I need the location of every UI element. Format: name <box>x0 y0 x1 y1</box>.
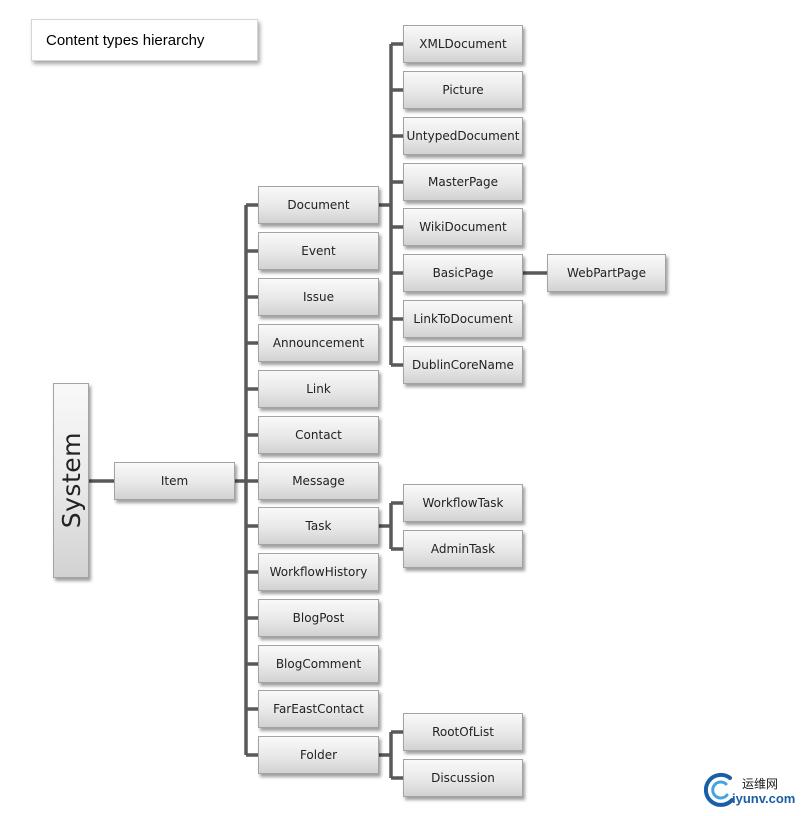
node-issue: Issue <box>258 278 379 316</box>
connector-document-children <box>379 42 403 367</box>
node-announcement: Announcement <box>258 324 379 362</box>
node-blogcomment: BlogComment <box>258 645 379 683</box>
watermark-logo-icon <box>703 772 734 807</box>
node-event: Event <box>258 232 379 270</box>
node-document: Document <box>258 186 379 224</box>
node-masterpage: MasterPage <box>403 163 523 201</box>
diagram-title: Content types hierarchy <box>31 19 258 61</box>
node-message: Message <box>258 462 379 500</box>
connector-folder-children <box>379 730 403 780</box>
node-system-label: System <box>56 432 86 529</box>
node-xmldocument: XMLDocument <box>403 25 523 63</box>
watermark-cn-text: 运维网 <box>742 777 779 791</box>
connector-item-spine <box>235 205 248 755</box>
node-webpartpage: WebPartPage <box>547 254 666 292</box>
node-task: Task <box>258 507 379 545</box>
node-workflowhistory: WorkflowHistory <box>258 553 379 591</box>
node-dublincorename: DublinCoreName <box>403 346 523 384</box>
watermark-en-text: iyunv.com <box>732 791 796 806</box>
node-contact: Contact <box>258 416 379 454</box>
node-link: Link <box>258 370 379 408</box>
node-folder: Folder <box>258 736 379 774</box>
node-untypeddocument: UntypedDocument <box>403 117 523 155</box>
node-fareastcontact: FarEastContact <box>258 690 379 728</box>
node-picture: Picture <box>403 71 523 109</box>
node-admintask: AdminTask <box>403 530 523 568</box>
node-basicpage: BasicPage <box>403 254 523 292</box>
connector-task-children <box>379 501 403 551</box>
node-workflowtask: WorkflowTask <box>403 484 523 522</box>
node-system: System <box>53 383 89 578</box>
node-discussion: Discussion <box>403 759 523 797</box>
node-item: Item <box>114 462 235 500</box>
node-rootoflist: RootOfList <box>403 713 523 751</box>
node-wikidocument: WikiDocument <box>403 208 523 246</box>
watermark: 运维网 iyunv.com <box>700 770 804 814</box>
node-linktodocument: LinkToDocument <box>403 300 523 338</box>
connector-item-children <box>246 203 258 757</box>
node-blogpost: BlogPost <box>258 599 379 637</box>
